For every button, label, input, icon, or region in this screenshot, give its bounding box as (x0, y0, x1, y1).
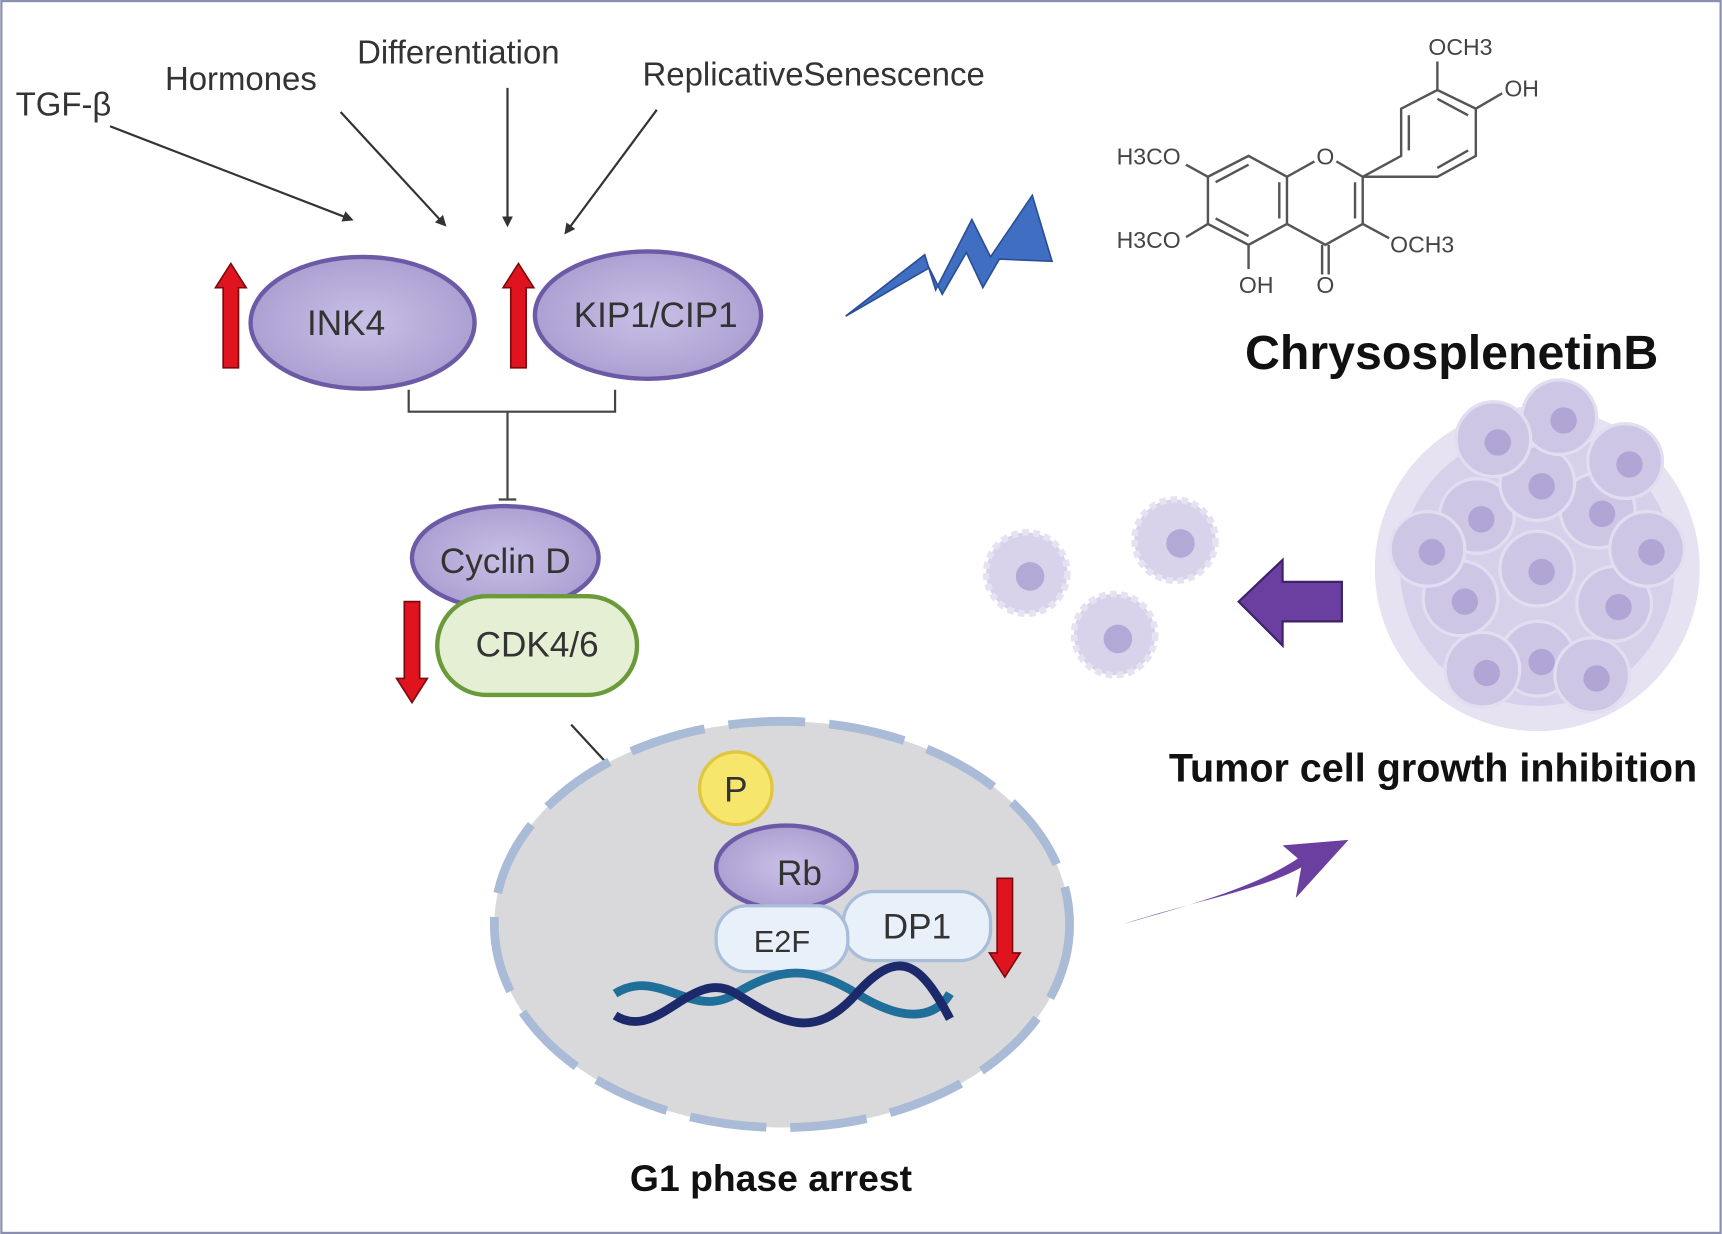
single-tumor-cells (982, 496, 1219, 679)
chemical-structure (1185, 61, 1503, 275)
chem-o-carbonyl: O (1316, 272, 1334, 298)
kip1-cip1-label: KIP1/CIP1 (574, 296, 738, 335)
left-arrow-icon (1237, 557, 1343, 649)
cluster-cell-nucleus (1418, 539, 1446, 566)
label-hormones: Hormones (165, 60, 317, 97)
cluster-cell-nucleus (1528, 558, 1555, 586)
cluster-cell-nucleus (1638, 539, 1665, 566)
rb-label: Rb (777, 854, 822, 893)
dna-helix (612, 961, 954, 1028)
cluster-cell-nucleus (1468, 506, 1495, 533)
dp1-label: DP1 (883, 908, 951, 947)
input-arrows (109, 87, 658, 235)
chem-h3co-lower: H3CO (1117, 227, 1181, 253)
cluster-cell-nucleus (1528, 473, 1555, 500)
cdk4-6-protein (435, 593, 640, 698)
cyclin-d-label: Cyclin D (440, 542, 571, 581)
chem-oh-bottom: OH (1239, 272, 1274, 298)
tumor-caption: Tumor cell growth inhibition (1169, 747, 1697, 791)
cluster-cell-nucleus (1484, 429, 1511, 456)
cluster-cell-nucleus (1616, 451, 1643, 478)
chem-o-ring: O (1316, 144, 1334, 170)
tumor-cell (1131, 496, 1219, 585)
tumor-cluster (1374, 378, 1700, 732)
down-arrow-icon (987, 877, 1022, 979)
chem-h3co-upper: H3CO (1117, 144, 1181, 170)
cluster-cell-nucleus (1473, 659, 1500, 687)
up-arrow-icon (213, 261, 248, 369)
chem-och3-top: OCH3 (1428, 34, 1492, 60)
label-differentiation: Differentiation (357, 34, 560, 71)
ink4-label: INK4 (307, 304, 385, 343)
arrow-icon (564, 109, 658, 235)
cluster-cell-nucleus (1451, 588, 1478, 615)
tumor-cell (982, 529, 1071, 617)
down-arrow-icon (395, 600, 429, 705)
cluster-cell-nucleus (1605, 593, 1632, 621)
arrow-icon (109, 125, 354, 222)
tumor-cell (1070, 590, 1159, 679)
inhibition-bracket (407, 389, 617, 501)
cluster-cell-nucleus (1528, 648, 1555, 676)
chem-oh-right: OH (1504, 76, 1539, 102)
g1-caption: G1 phase arrest (630, 1157, 912, 1199)
label-tgf-beta: TGF-β (16, 85, 112, 122)
cluster-cell-nucleus (1588, 500, 1616, 527)
phosphate (697, 750, 774, 827)
cluster-cell-nucleus (1583, 665, 1610, 692)
lightning-icon (845, 193, 1054, 317)
arrow-icon (339, 111, 447, 227)
phosphate-label: P (724, 770, 747, 809)
curved-arrow-icon (1122, 839, 1349, 925)
kip1-cip1-protein (532, 249, 764, 381)
chem-och3-right: OCH3 (1390, 232, 1454, 258)
label-replicative-senescence: ReplicativeSenescence (643, 56, 985, 93)
compound-name: ChrysosplenetinB (1245, 326, 1658, 380)
cluster-cell-nucleus (1550, 407, 1577, 434)
ink4-protein (248, 254, 477, 391)
cdk4-6-label: CDK4/6 (476, 626, 599, 665)
up-arrow-icon (501, 261, 536, 369)
e2f-label: E2F (754, 924, 810, 959)
